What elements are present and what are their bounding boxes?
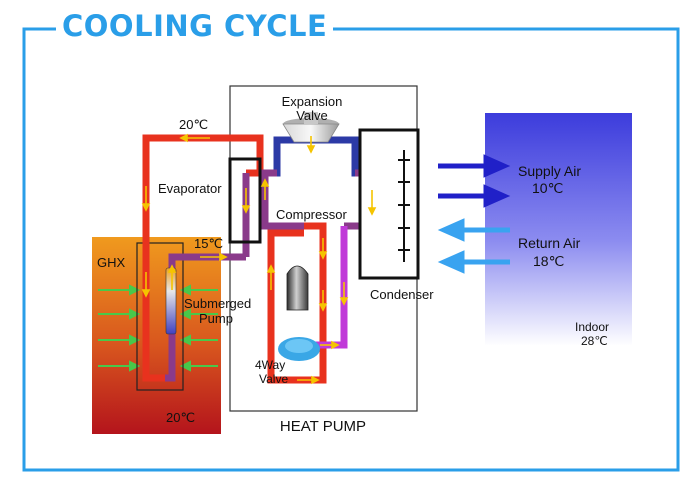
pipe-top-temp: 20℃ <box>179 117 208 132</box>
pump-label-2: Pump <box>199 311 233 326</box>
evaporator-inlet-pipe <box>228 134 264 177</box>
indoor-label: Indoor <box>575 320 609 334</box>
submerged-pump-icon <box>165 267 177 335</box>
valve-label-1: 4Way <box>255 358 285 372</box>
return-air-arrows <box>437 218 510 274</box>
valve-label-2: Valve <box>259 372 288 386</box>
ground-block <box>92 237 221 434</box>
flow-arrows <box>141 133 377 385</box>
indoor-temp: 28℃ <box>581 334 608 348</box>
return-air-temp: 18℃ <box>533 253 564 269</box>
ghx-label: GHX <box>97 255 126 270</box>
page-title: COOLING CYCLE <box>56 6 334 46</box>
condenser-label: Condenser <box>370 287 434 302</box>
ground-temp: 20℃ <box>166 410 195 425</box>
expansion-valve-label-2: Valve <box>296 108 328 123</box>
diagram-frame <box>22 27 680 472</box>
evaporator-label: Evaporator <box>158 181 222 196</box>
supply-air-arrows <box>438 154 511 208</box>
compressor-icon <box>286 265 309 311</box>
evaporator-coil <box>228 157 262 244</box>
compressor-label: Compressor <box>276 207 347 222</box>
expansion-valve-label-1: Expansion <box>282 94 343 109</box>
return-air-label: Return Air <box>518 235 581 251</box>
condenser-fins <box>398 159 410 251</box>
supply-air-label: Supply Air <box>518 163 581 179</box>
ground-heat-arrows <box>98 284 218 372</box>
supply-air-temp: 10℃ <box>532 180 563 196</box>
compressor-loop-pipe <box>267 229 304 384</box>
four-way-valve-icon <box>278 337 320 361</box>
pipe-mid-temp: 15℃ <box>194 236 223 251</box>
pump-label-1: Submerged <box>184 296 251 311</box>
heat-pump-label: HEAT PUMP <box>280 418 366 435</box>
expansion-valve-icon <box>282 112 340 143</box>
borehole <box>136 242 184 391</box>
